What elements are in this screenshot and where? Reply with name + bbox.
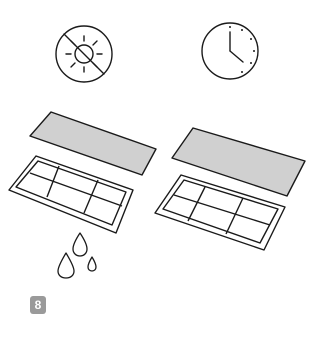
water-drops-icon [57,232,97,279]
left-grid-frame [8,155,134,234]
clock-icon [201,22,259,80]
right-grid-frame [154,174,286,251]
no-sun-icon [55,25,113,83]
right-panel [171,127,306,197]
left-panel [29,111,157,176]
step-number-badge: 8 [30,296,46,314]
